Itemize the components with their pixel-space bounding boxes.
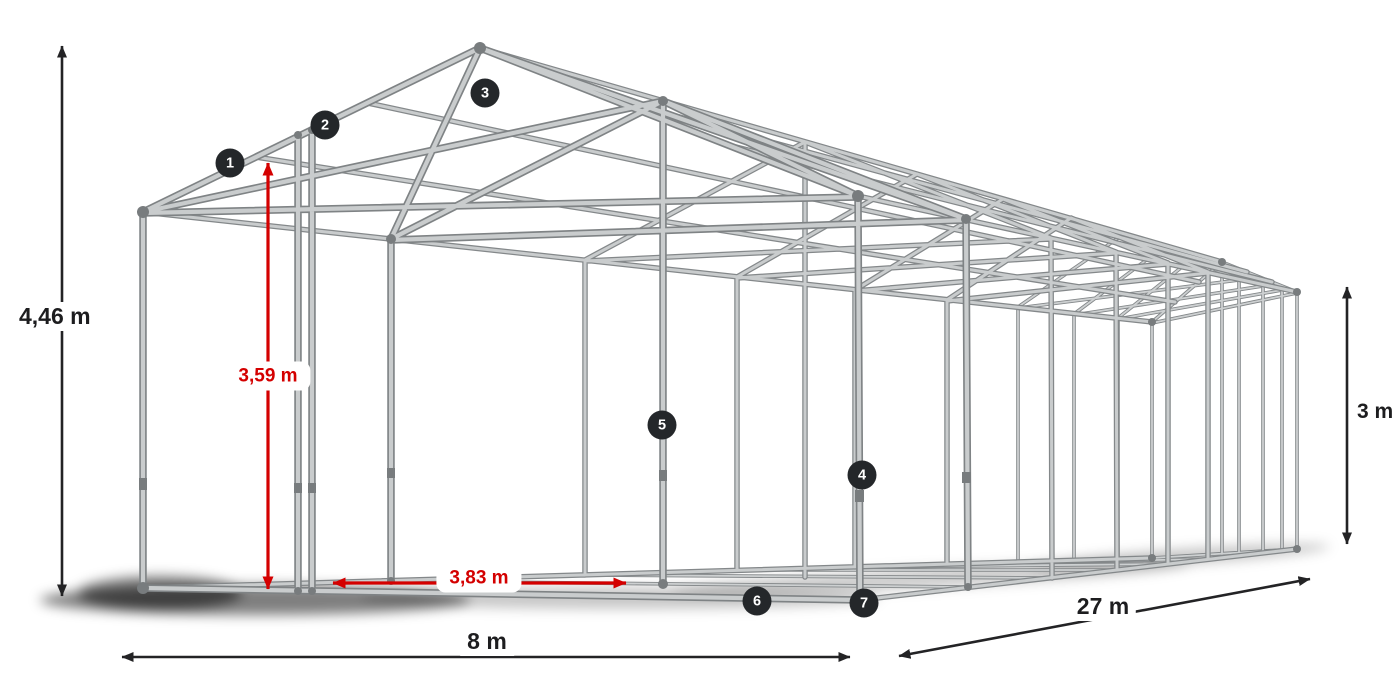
passage-width-label: 3,83 m xyxy=(436,563,522,593)
part-marker-4: 4 xyxy=(847,460,877,490)
part-marker-6: 6 xyxy=(742,586,772,616)
part-marker-2: 2 xyxy=(310,110,340,140)
part-marker-3: 3 xyxy=(470,78,500,108)
length-label: 27 m xyxy=(1069,592,1137,621)
red-dimension-arrows xyxy=(262,162,627,590)
total-height-label: 4,46 m xyxy=(12,302,98,331)
front-width-label: 8 m xyxy=(460,627,514,656)
side-height-label: 3 m xyxy=(1350,398,1400,425)
inner-height-label: 3,59 m xyxy=(225,361,311,391)
part-marker-5: 5 xyxy=(647,410,677,440)
part-marker-7: 7 xyxy=(849,588,879,618)
part-marker-1: 1 xyxy=(215,148,245,178)
